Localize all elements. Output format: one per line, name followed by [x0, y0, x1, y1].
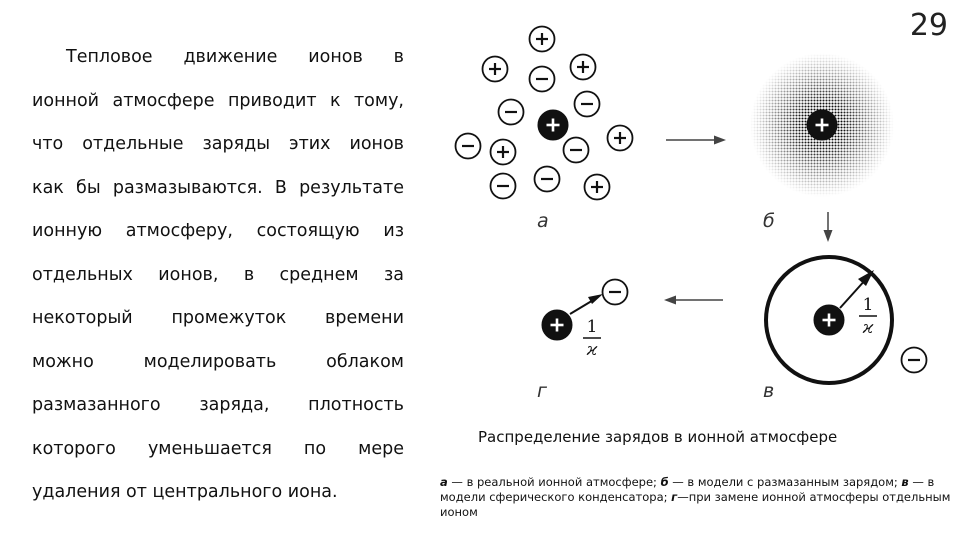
note-key-d: г	[671, 490, 678, 504]
fraction-numerator-d: 1	[587, 317, 598, 337]
note-text-b: — в модели с размазанным зарядом;	[668, 475, 902, 489]
arrow-c-to-d	[664, 295, 723, 305]
panel-d-single-ion: 1 ϰ	[569, 294, 603, 360]
panel-label-d: г	[537, 380, 548, 402]
body-line: удаления от центрального иона.	[32, 482, 338, 502]
negative-ion	[489, 172, 517, 200]
central-ion	[813, 304, 845, 336]
ion-atmosphere-figure: а б 1 ϰ в 1 ϰ г	[454, 25, 928, 402]
negative-ion	[900, 346, 928, 374]
central-ion	[806, 109, 838, 141]
arrow-b-to-c	[823, 212, 833, 242]
body-line: как бы размазываются. В результате	[32, 177, 404, 198]
negative-ion	[454, 132, 482, 160]
body-line: размазанного заряда, плотность	[32, 395, 404, 415]
note-text-a: — в реальной ионной атмосфере;	[447, 475, 661, 489]
positive-ion	[481, 55, 509, 83]
page-number: 29	[909, 8, 948, 43]
body-line: которого уменьшается по мере	[32, 438, 404, 459]
panel-c-spherical-capacitor: 1 ϰ	[764, 255, 894, 385]
arrow-a-to-b	[666, 135, 726, 145]
figure-notes: а — в реальной ионной атмосфере; б — в м…	[440, 475, 960, 520]
note-key-b: б	[660, 475, 669, 489]
distance-arrow-head	[588, 294, 603, 304]
negative-ion	[562, 136, 590, 164]
central-ion	[541, 309, 573, 341]
positive-ion	[606, 124, 634, 152]
body-line: можно моделировать облаком	[32, 351, 404, 372]
capacitor-sphere	[764, 255, 894, 385]
fraction-numerator-c: 1	[863, 295, 874, 315]
note-key-c: в	[901, 475, 909, 489]
panel-label-b: б	[763, 210, 775, 232]
note-key-a: а	[440, 475, 448, 489]
negative-ion	[573, 90, 601, 118]
note-text-c: — в модели сферического конденсатора;	[440, 475, 935, 504]
central-ion	[537, 109, 569, 141]
positive-ion	[489, 138, 517, 166]
radius-arrow-head	[858, 270, 874, 286]
negative-ion	[533, 165, 561, 193]
radius-arrow-line	[839, 277, 868, 309]
body-line: Тепловое движение ионов в	[66, 47, 404, 67]
panel-label-a: а	[537, 210, 549, 232]
body-text: Тепловое движение ионов в ионной атмосфе…	[32, 36, 404, 515]
negative-ion	[528, 65, 556, 93]
body-line: некоторый промежуток времени	[32, 308, 404, 328]
body-line: ионную атмосферу, состоящую из	[32, 221, 404, 241]
panel-label-c: в	[763, 380, 774, 402]
panel-a-real-atmosphere	[454, 25, 634, 201]
figure-title: Распределение зарядов в ионной атмосфере	[478, 428, 838, 446]
body-line: что отдельные заряды этих ионов	[32, 134, 404, 154]
body-line: отдельных ионов, в среднем за	[32, 264, 404, 285]
fraction-denominator-c: ϰ	[862, 318, 874, 338]
note-text-d: —при замене ионной атмосферы отдельным и…	[440, 490, 951, 519]
positive-ion	[583, 173, 611, 201]
positive-ion	[528, 25, 556, 53]
negative-ion	[497, 98, 525, 126]
fraction-denominator-d: ϰ	[586, 340, 598, 360]
body-line: ионной атмосфере приводит к тому,	[32, 90, 404, 111]
negative-ion	[601, 278, 629, 306]
positive-ion	[569, 53, 597, 81]
